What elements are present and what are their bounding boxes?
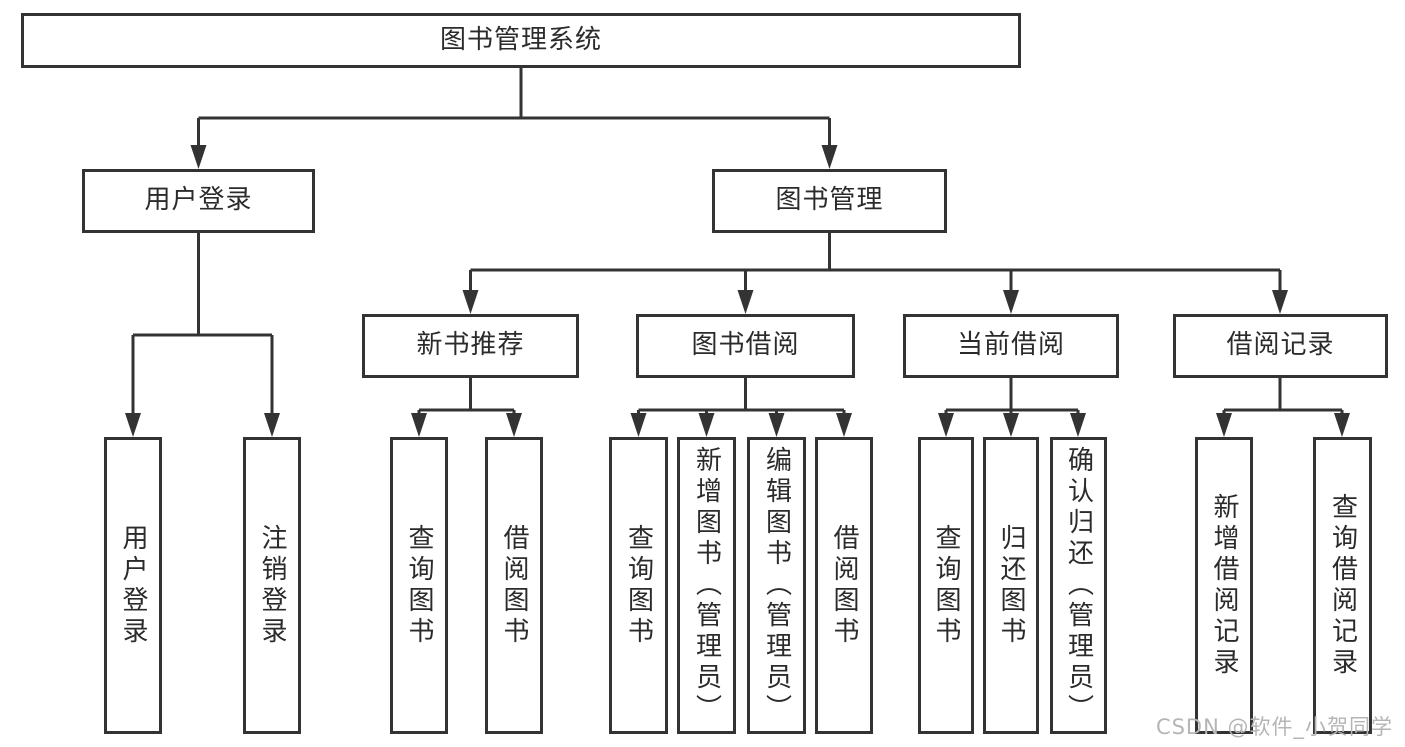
- arrowhead-icon: [1272, 290, 1288, 314]
- leaf-query-book-borrow: 查询图书: [609, 437, 668, 734]
- leaf-confirm-return-admin: 确认归还（管理员）: [1050, 437, 1107, 734]
- leaf-borrow-book-recommend: 借阅图书: [485, 437, 543, 734]
- leaf-label: 用户登录: [118, 523, 148, 648]
- node-book-borrow: 图书借阅: [636, 314, 855, 378]
- node-label: 图书管理系统: [439, 24, 602, 55]
- leaf-add-book-admin: 新增图书（管理员）: [677, 437, 736, 734]
- arrowhead-icon: [1070, 413, 1086, 437]
- leaf-edit-book-admin: 编辑图书（管理员）: [747, 437, 806, 734]
- connector-new-book-recommend-to-leaves: [417, 378, 516, 420]
- node-borrow-records: 借阅记录: [1173, 314, 1388, 378]
- node-label: 图书借阅: [691, 330, 800, 361]
- node-root-system: 图书管理系统: [21, 13, 1021, 68]
- arrowhead-icons: [125, 145, 1350, 437]
- leaf-label: 借阅图书: [499, 523, 529, 648]
- arrowhead-icon: [1003, 290, 1019, 314]
- arrowhead-icon: [1334, 413, 1350, 437]
- node-label: 图书管理: [775, 185, 884, 216]
- leaf-borrow-book: 借阅图书: [815, 437, 873, 734]
- leaf-query-book-current: 查询图书: [918, 437, 974, 734]
- node-label: 当前借阅: [956, 330, 1065, 361]
- arrowhead-icon: [506, 413, 522, 437]
- connector-user-login-to-leaves: [131, 233, 274, 420]
- arrowhead-icon: [462, 290, 479, 314]
- leaf-label: 查询图书: [931, 523, 961, 648]
- leaf-label: 查询借阅记录: [1327, 492, 1358, 679]
- leaf-user-login: 用户登录: [104, 437, 162, 734]
- arrowhead-icon: [264, 413, 280, 437]
- leaf-label: 注销登录: [257, 523, 287, 648]
- leaf-label: 查询图书: [623, 523, 654, 648]
- node-label: 借阅记录: [1226, 330, 1335, 361]
- arrowhead-icon: [821, 145, 838, 169]
- arrowhead-icon: [1003, 413, 1019, 437]
- leaf-label: 确认归还（管理员）: [1063, 446, 1094, 725]
- arrowhead-icon: [125, 413, 141, 437]
- leaf-label: 新增借阅记录: [1209, 492, 1239, 679]
- leaf-query-borrow-record: 查询借阅记录: [1313, 437, 1372, 734]
- leaf-label: 借阅图书: [829, 523, 859, 648]
- leaf-label: 编辑图书（管理员）: [761, 446, 792, 725]
- node-label: 用户登录: [144, 185, 253, 216]
- arrowhead-icon: [630, 413, 647, 437]
- connector-book-management-to-level3: [469, 233, 1282, 297]
- arrowhead-icon: [938, 413, 954, 437]
- leaf-label: 归还图书: [996, 523, 1026, 648]
- node-book-management: 图书管理: [712, 169, 947, 233]
- arrowhead-icon: [737, 290, 754, 314]
- leaf-label: 新增图书（管理员）: [691, 446, 722, 725]
- leaf-logout: 注销登录: [243, 437, 301, 734]
- leaf-add-borrow-record: 新增借阅记录: [1195, 437, 1253, 734]
- leaf-label: 查询图书: [404, 523, 434, 648]
- arrowhead-icon: [190, 145, 207, 169]
- node-current-borrow: 当前借阅: [903, 314, 1119, 378]
- node-label: 新书推荐: [416, 330, 525, 361]
- arrowhead-icon: [1216, 413, 1232, 437]
- node-new-book-recommend: 新书推荐: [362, 314, 579, 378]
- connector-book-borrow-to-leaves: [637, 378, 846, 420]
- connector-root-to-level2: [197, 68, 831, 150]
- connector-borrow-records-to-leaves: [1222, 378, 1344, 420]
- arrowhead-icon: [836, 413, 852, 437]
- connector-paths: [131, 68, 1344, 420]
- arrowhead-icon: [411, 413, 427, 437]
- leaf-return-book: 归还图书: [983, 437, 1039, 734]
- arrowhead-icon: [698, 413, 715, 437]
- leaf-query-book-recommend: 查询图书: [390, 437, 448, 734]
- node-user-login: 用户登录: [82, 169, 315, 233]
- arrowhead-icon: [768, 413, 785, 437]
- csdn-watermark: CSDN @软件_小贺同学: [1155, 715, 1393, 739]
